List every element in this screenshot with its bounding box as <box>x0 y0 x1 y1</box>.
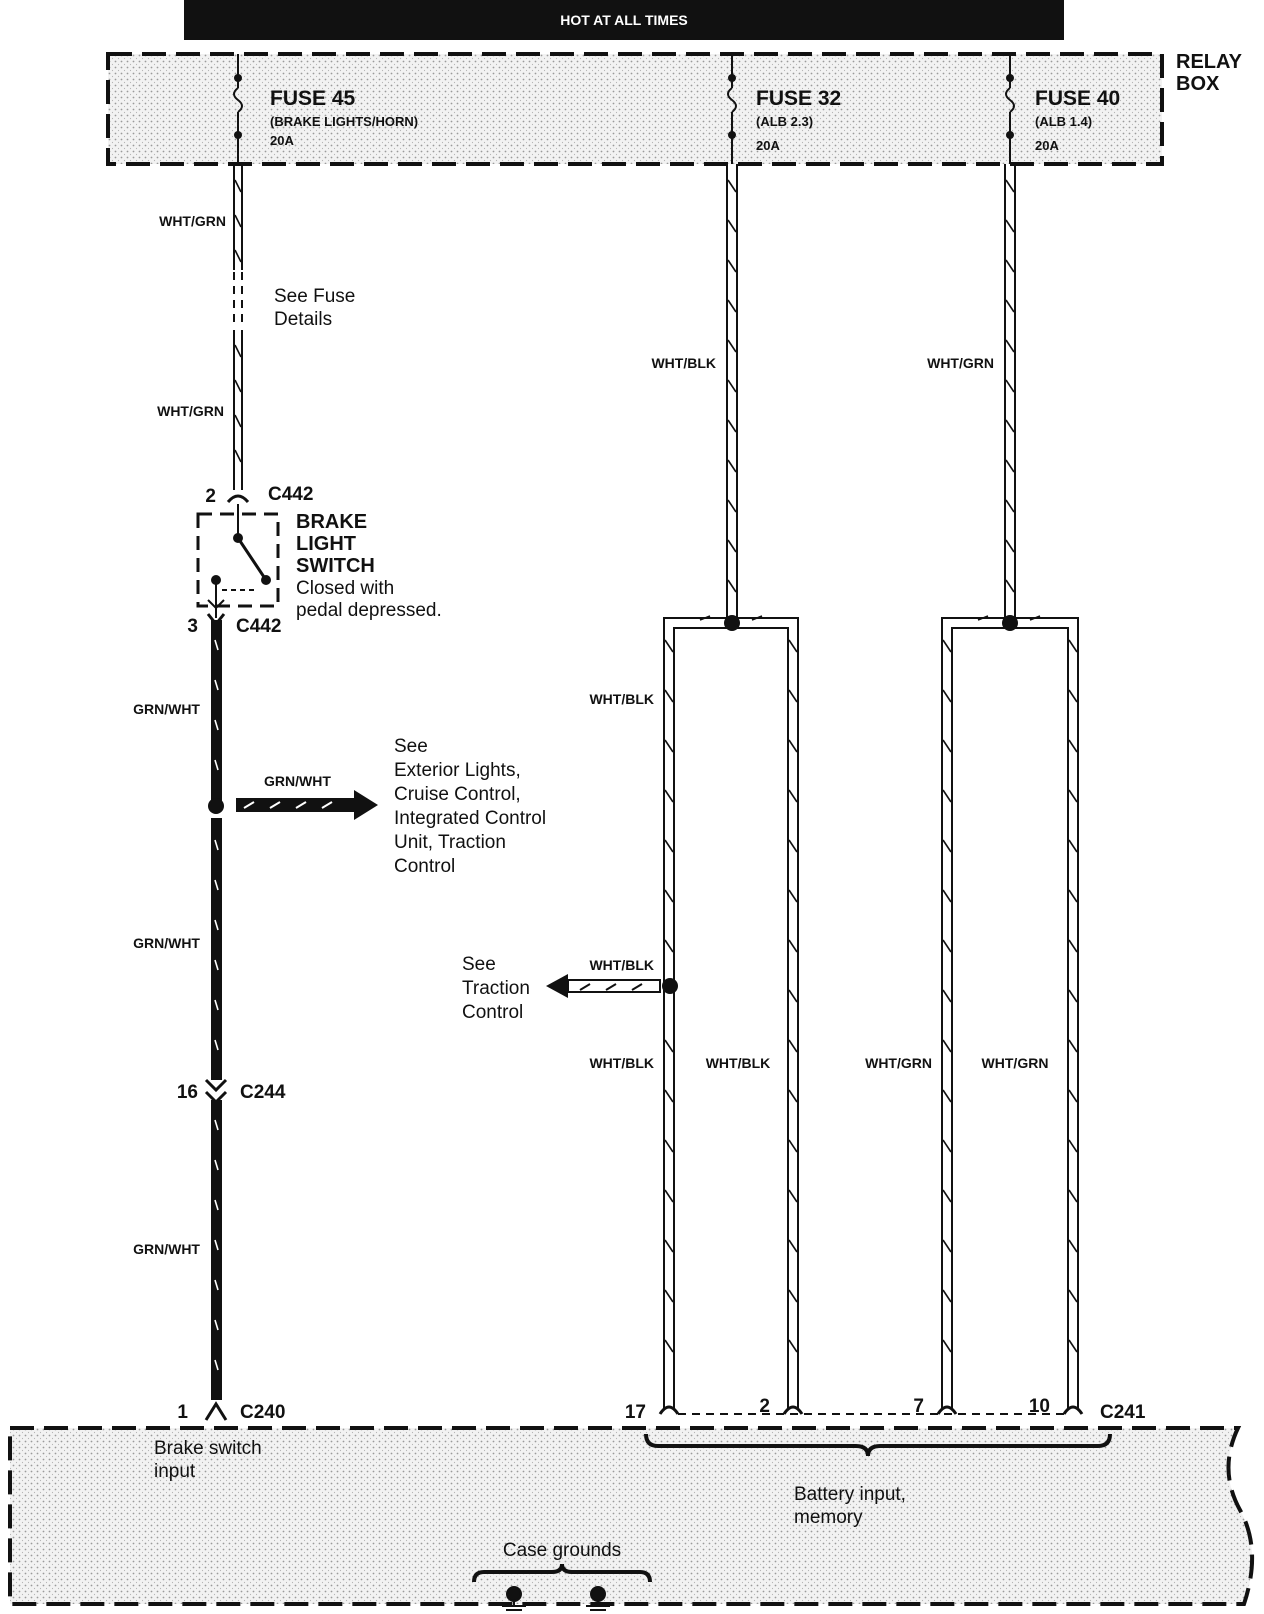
fuse-40-rating: 20A <box>1035 138 1059 153</box>
header-bar <box>184 0 1064 40</box>
fuse-45: FUSE 45 (BRAKE LIGHTS/HORN) 20A <box>233 54 418 164</box>
fuse-45-desc: (BRAKE LIGHTS/HORN) <box>270 114 418 129</box>
wire-fuse40-loop-ticks <box>942 615 1078 1353</box>
wire-fuse45 <box>232 164 244 490</box>
fuse-32-name: FUSE 32 <box>756 87 841 110</box>
module-battery-2: memory <box>794 1507 863 1528</box>
switch-name-1: BRAKE <box>296 511 367 533</box>
splice-traction <box>662 978 678 994</box>
c244-label: C244 <box>240 1082 286 1103</box>
note-exterior-6: Control <box>394 856 455 877</box>
switch-name-2: LIGHT <box>296 533 356 555</box>
wire-label-fuse40-left: WHT/GRN <box>865 1055 932 1071</box>
wire-fuse32-loop-ticks <box>664 615 798 1353</box>
c442-bottom-label: C442 <box>236 616 281 637</box>
wire-label-fuse32-left-upper: WHT/BLK <box>589 691 654 707</box>
wire-fuse32 <box>726 164 738 622</box>
module-brake-input-1: Brake switch <box>154 1438 262 1459</box>
wire-label-fuse40: WHT/GRN <box>927 355 994 371</box>
wire-label-grn-wht-1: GRN/WHT <box>133 701 200 717</box>
note-exterior-5: Unit, Traction <box>394 832 506 853</box>
wire-label-branch-left: WHT/BLK <box>589 957 654 973</box>
branch-arrow-right <box>236 790 378 820</box>
note-exterior: See Exterior Lights, Cruise Control, Int… <box>394 736 546 877</box>
case-grounds-brace <box>472 1563 652 1583</box>
splice-fuse40 <box>1002 615 1018 631</box>
c241-pin-7: 7 <box>913 1396 924 1417</box>
module-box <box>8 1426 1255 1606</box>
module-battery-1: Battery input, <box>794 1484 906 1505</box>
switch-desc-2: pedal depressed. <box>296 600 442 621</box>
fuse-40: FUSE 40 (ALB 1.4) 20A <box>1005 54 1120 164</box>
wire-fuse40 <box>1004 164 1016 622</box>
c244-pin: 16 <box>177 1082 198 1103</box>
c442-top-pin: 2 <box>205 486 216 507</box>
wire-fuse40-ticks <box>1005 179 1015 593</box>
see-fuse-details-2: Details <box>274 309 332 330</box>
switch-name-3: SWITCH <box>296 555 375 577</box>
module-case-grounds: Case grounds <box>503 1540 621 1561</box>
wire-label-fuse32: WHT/BLK <box>651 355 716 371</box>
wire-label-branch-right: GRN/WHT <box>264 773 331 789</box>
c244-connector-symbol <box>204 1078 228 1105</box>
wire-label-fuse40-right: WHT/GRN <box>982 1055 1049 1071</box>
relay-box-label-2: BOX <box>1176 73 1220 95</box>
c241-label: C241 <box>1100 1402 1146 1423</box>
brake-light-switch <box>196 504 280 618</box>
ground-icon <box>502 1586 526 1611</box>
wire-label-fuse45-upper: WHT/GRN <box>159 213 226 229</box>
wire-fuse32-loop <box>663 617 799 1408</box>
fuse-32-desc: (ALB 2.3) <box>756 114 813 129</box>
c240-label: C240 <box>240 1402 285 1423</box>
c241-pin-2: 2 <box>759 1396 770 1417</box>
c442-top-label: C442 <box>268 484 313 505</box>
fuse-45-rating: 20A <box>270 133 294 148</box>
c240-connector-symbol <box>204 1401 228 1421</box>
wire-label-fuse45-lower: WHT/GRN <box>157 403 224 419</box>
switch-desc-1: Closed with <box>296 578 394 599</box>
wire-fuse40-loop <box>941 617 1079 1408</box>
note-traction-3: Control <box>462 1002 523 1023</box>
note-traction-1: See <box>462 954 496 975</box>
wire-fuse32-ticks <box>727 179 737 593</box>
wire-fuse45-ticks <box>234 179 242 463</box>
wire-label-fuse32-right: WHT/BLK <box>706 1055 771 1071</box>
relay-box-label-1: RELAY <box>1176 51 1243 73</box>
note-exterior-2: Exterior Lights, <box>394 760 521 781</box>
header-title: HOT AT ALL TIMES <box>560 12 688 28</box>
c241-pin-17: 17 <box>625 1402 646 1423</box>
ground-icon <box>586 1586 610 1611</box>
branch-arrow-left <box>546 974 661 998</box>
c442-bottom-pin: 3 <box>187 616 198 637</box>
note-exterior-4: Integrated Control <box>394 808 546 829</box>
splice-grn-wht <box>208 798 224 814</box>
splice-fuse32 <box>724 615 740 631</box>
fuse-32-rating: 20A <box>756 138 780 153</box>
fuse-40-name: FUSE 40 <box>1035 87 1120 110</box>
note-traction: See Traction Control <box>462 954 530 1023</box>
c241-connector-symbol <box>658 1405 1084 1415</box>
fuse-45-name: FUSE 45 <box>270 87 356 110</box>
wire-grn-wht <box>211 620 222 1400</box>
note-traction-2: Traction <box>462 978 530 999</box>
fuse-40-desc: (ALB 1.4) <box>1035 114 1092 129</box>
c240-pin: 1 <box>177 1402 188 1423</box>
relay-box: RELAY BOX <box>106 51 1243 166</box>
c442-top-connector-symbol <box>226 494 250 504</box>
wire-label-grn-wht-2: GRN/WHT <box>133 935 200 951</box>
c241-pin-10: 10 <box>1029 1396 1050 1417</box>
wire-grn-wht-ticks <box>214 639 219 1371</box>
battery-brace <box>644 1433 1112 1457</box>
wire-label-fuse32-left-lower: WHT/BLK <box>589 1055 654 1071</box>
fuse-32: FUSE 32 (ALB 2.3) 20A <box>727 54 841 164</box>
see-fuse-details-1: See Fuse <box>274 286 355 307</box>
module-brake-input-2: input <box>154 1461 196 1482</box>
note-exterior-3: Cruise Control, <box>394 784 521 805</box>
note-exterior-1: See <box>394 736 428 757</box>
wire-label-grn-wht-3: GRN/WHT <box>133 1241 200 1257</box>
